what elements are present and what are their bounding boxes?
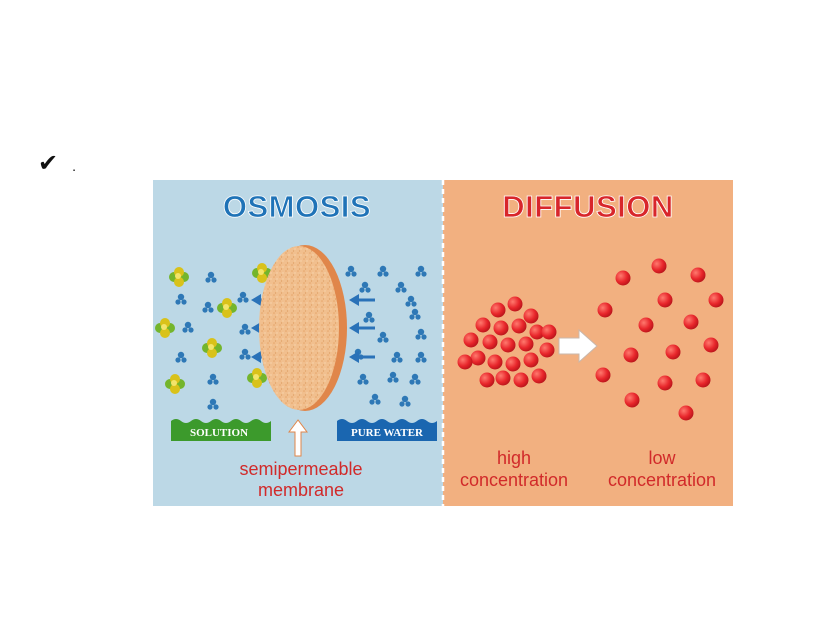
solution-label-badge: SOLUTION — [171, 419, 271, 441]
osmosis-title: OSMOSIS — [223, 189, 371, 224]
solute-molecule — [252, 263, 272, 283]
particle — [703, 337, 719, 353]
osmosis-diffusion-figure: OSMOSIS DIFFUSION SOLUTION PURE WATER se… — [153, 180, 733, 506]
particle — [678, 405, 694, 421]
particle — [657, 292, 673, 308]
high-concentration-particles — [457, 296, 557, 388]
figure-canvas: OSMOSIS DIFFUSION SOLUTION PURE WATER se… — [153, 180, 733, 506]
particle — [531, 368, 547, 384]
particle — [539, 342, 555, 358]
particle — [683, 314, 699, 330]
water-molecule — [415, 265, 427, 277]
particle — [490, 302, 506, 318]
water-molecule — [175, 351, 187, 363]
solution-label: SOLUTION — [190, 427, 248, 439]
high-concentration-line2: concentration — [460, 470, 568, 490]
particle — [518, 336, 534, 352]
solute-molecule — [247, 368, 267, 388]
membrane-pointer-arrow — [288, 419, 308, 457]
particle — [495, 370, 511, 386]
high-concentration-line1: high — [497, 448, 531, 468]
particle — [708, 292, 724, 308]
particle — [595, 367, 611, 383]
particle — [623, 347, 639, 363]
water-molecule — [207, 373, 219, 385]
solute-molecule — [217, 298, 237, 318]
low-concentration-particles — [595, 258, 724, 421]
bullet-text: . — [72, 158, 76, 174]
pure-water-label-badge: PURE WATER — [337, 419, 437, 441]
semipermeable-membrane — [259, 245, 347, 411]
water-molecule — [405, 295, 417, 307]
water-molecule — [387, 371, 399, 383]
water-molecule — [415, 351, 427, 363]
water-molecule — [377, 331, 389, 343]
particle — [541, 324, 557, 340]
particle — [487, 354, 503, 370]
particle — [657, 375, 673, 391]
particle — [651, 258, 667, 274]
water-molecule — [399, 395, 411, 407]
membrane-label-line2: membrane — [258, 480, 344, 500]
pure-water-label: PURE WATER — [351, 427, 424, 439]
water-molecule — [345, 265, 357, 277]
solute-molecule — [202, 338, 222, 358]
water-molecule — [415, 328, 427, 340]
water-molecule — [409, 373, 421, 385]
water-molecule — [239, 348, 251, 360]
water-molecule — [237, 291, 249, 303]
water-molecule — [182, 321, 194, 333]
water-molecule — [391, 351, 403, 363]
solute-molecule — [169, 267, 189, 287]
particle — [500, 337, 516, 353]
bullet-row: ✔ . — [38, 148, 76, 178]
particle — [523, 352, 539, 368]
particle — [624, 392, 640, 408]
particle — [482, 334, 498, 350]
particle — [695, 372, 711, 388]
particle — [615, 270, 631, 286]
water-molecules — [175, 265, 427, 410]
solute-molecule — [155, 318, 175, 338]
particle — [505, 356, 521, 372]
water-molecule — [359, 281, 371, 293]
checkmark-icon: ✔ — [38, 149, 59, 177]
particle — [507, 296, 523, 312]
particle — [529, 324, 545, 340]
water-molecule — [207, 398, 219, 410]
low-concentration-line1: low — [648, 448, 676, 468]
solute-molecules — [155, 263, 272, 394]
water-molecule — [409, 308, 421, 320]
water-molecule — [363, 311, 375, 323]
flow-arrow — [349, 351, 375, 363]
particle — [523, 308, 539, 324]
water-molecule — [395, 281, 407, 293]
solute-molecule — [165, 374, 185, 394]
particle — [665, 344, 681, 360]
water-molecule — [205, 271, 217, 283]
flow-arrow — [349, 294, 375, 306]
particle — [470, 350, 486, 366]
diffusion-title: DIFFUSION — [502, 189, 674, 224]
particle — [690, 267, 706, 283]
low-concentration-line2: concentration — [608, 470, 716, 490]
water-molecule — [377, 265, 389, 277]
particle — [463, 332, 479, 348]
water-molecule — [357, 373, 369, 385]
water-molecule — [369, 393, 381, 405]
particle — [513, 372, 529, 388]
membrane-label-line1: semipermeable — [239, 459, 362, 479]
particle — [479, 372, 495, 388]
water-molecule — [175, 293, 187, 305]
particle — [457, 354, 473, 370]
water-molecule — [239, 323, 251, 335]
particle — [475, 317, 491, 333]
particle — [638, 317, 654, 333]
particle — [493, 320, 509, 336]
flow-arrow — [349, 322, 375, 334]
diffusion-direction-arrow — [558, 328, 598, 364]
particle — [597, 302, 613, 318]
water-molecule — [202, 301, 214, 313]
particle — [511, 318, 527, 334]
